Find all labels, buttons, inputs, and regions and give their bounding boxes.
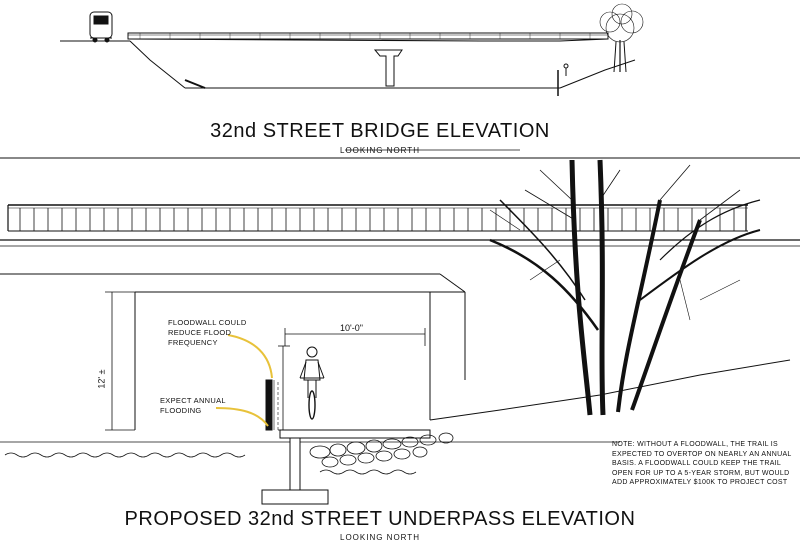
dimension-10ft: [284, 328, 426, 346]
underpass-elevation-title: PROPOSED 32nd STREET UNDERPASS ELEVATION: [124, 508, 636, 530]
flooding-callout: EXPECT ANNUAL FLOODING: [160, 396, 226, 415]
top-elevation-title: 32nd STREET BRIDGE ELEVATION: [210, 120, 550, 142]
tree-icon: [489, 159, 761, 416]
underpass-elevation: [0, 159, 800, 505]
top-bridge-elevation: [60, 3, 644, 96]
floodwall: [265, 379, 279, 431]
top-elevation-subtitle: LOOKING NORTH: [340, 146, 420, 155]
cyclist-icon: [299, 346, 325, 420]
trail-width-dimension: 10'-0": [340, 323, 363, 333]
design-note: NOTE: WITHOUT A FLOODWALL, THE TRAIL IS …: [612, 441, 792, 486]
inner-clearance-dimension: 9' ±: [264, 379, 275, 395]
dimension-12ft: [105, 291, 135, 431]
train-icon: [89, 11, 113, 43]
underpass-elevation-subtitle: LOOKING NORTH: [340, 533, 420, 542]
dimension-9ft: [278, 345, 290, 431]
floodwall-callout: FLOODWALL COULD REDUCE FLOOD FREQUENCY: [168, 318, 247, 347]
outer-clearance-dimension: 12' ±: [96, 369, 107, 389]
tree-icon: [599, 3, 644, 73]
bridge-railing: [7, 204, 748, 232]
flooding-leader: [215, 407, 269, 427]
floodwall-leader: [227, 334, 273, 379]
riprap-rocks: [309, 432, 454, 468]
